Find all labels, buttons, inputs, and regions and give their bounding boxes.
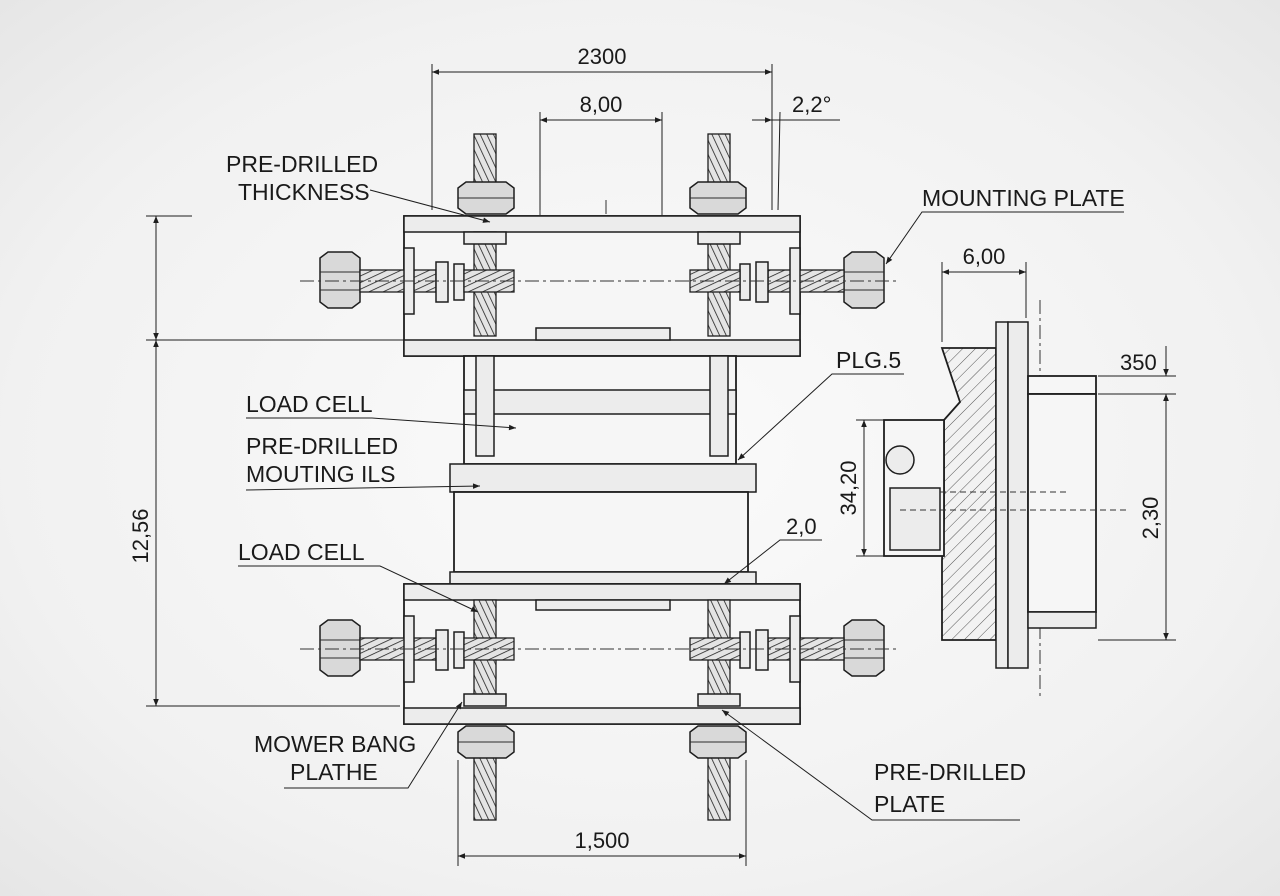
hex-nut-icon [689,725,747,759]
label-load-cell-top: LOAD CELL [246,391,373,417]
dim-angle: 2,2° [792,92,831,117]
dim-bottom-width: 1,500 [574,828,629,853]
main-assembly [300,133,900,821]
mounting-hole-icon [885,445,915,475]
label-pre-drilled-mouting: PRE-DRILLED [246,433,398,459]
dimension-lines [146,64,1176,866]
dim-inner-width: 8,00 [580,92,623,117]
dimension-values: 2300 8,00 2,2° 6,00 350 2,30 34,20 12,56… [128,44,1163,853]
leader-lines [238,189,1124,821]
label-mower-bang-2: PLATHE [290,759,378,785]
dim-side-width: 6,00 [963,244,1006,269]
dim-total-height: 12,56 [128,508,153,563]
hex-nut-icon [689,181,747,215]
side-view [883,300,1130,700]
side-bracket [940,347,997,641]
hex-nut-icon [457,725,515,759]
label-pre-drilled-mouting-2: MOUTING ILS [246,461,396,487]
label-pre-drilled-plate-2: PLATE [874,791,945,817]
label-mower-bang: MOWER BANG [254,731,416,757]
label-pre-drilled-thickness: PRE-DRILLED [226,151,378,177]
dim-gap: 2,0 [786,514,817,539]
hex-nut-icon [457,181,515,215]
stud-bottom-left [473,755,497,821]
callout-labels: PRE-DRILLED THICKNESS MOUNTING PLATE PLG… [226,151,1125,817]
mounting-ring [449,463,757,493]
dim-side-top: 350 [1120,350,1157,375]
label-mounting-plate: MOUNTING PLATE [922,185,1125,211]
label-load-cell-bottom: LOAD CELL [238,539,365,565]
dim-overall-width: 2300 [578,44,627,69]
label-pre-drilled-thickness-2: THICKNESS [238,179,370,205]
label-plg: PLG.5 [836,347,901,373]
label-pre-drilled-plate: PRE-DRILLED [874,759,1026,785]
stud-bottom-right [707,755,731,821]
dim-side-height: 2,30 [1138,497,1163,540]
dim-side-inner: 34,20 [836,460,861,515]
